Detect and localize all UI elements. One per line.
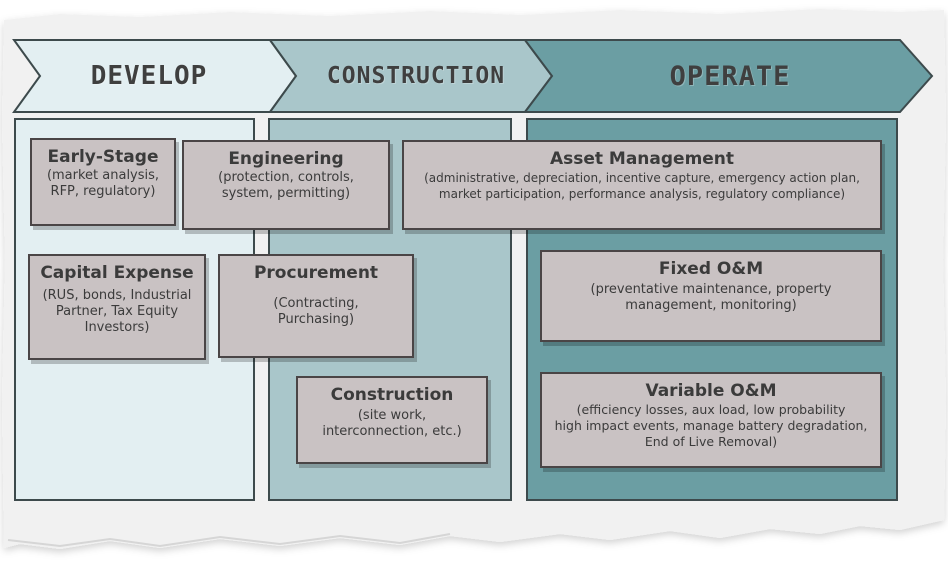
engineering-title: Engineering <box>228 149 344 169</box>
asset-management-card: Asset Management (administrative, deprec… <box>402 140 882 230</box>
procurement-card: Procurement (Contracting, Purchasing) <box>218 254 414 358</box>
variable-om-card: Variable O&M (efficiency losses, aux loa… <box>540 372 882 468</box>
construction-phase-label: CONSTRUCTION <box>326 63 506 89</box>
variable-om-description: (efficiency losses, aux load, low probab… <box>554 402 868 449</box>
capital-expense-description: (RUS, bonds, Industrial Partner, Tax Equ… <box>42 288 192 335</box>
early-stage-description: (market analysis, RFP, regulatory) <box>46 168 160 199</box>
construction-title: Construction <box>330 385 454 405</box>
capital-expense-title: Capital Expense <box>40 263 194 283</box>
operate-chevron <box>523 39 934 113</box>
variable-om-title: Variable O&M <box>645 381 777 401</box>
early-stage-card: Early-Stage (market analysis, RFP, regul… <box>30 138 176 226</box>
engineering-card: Engineering (protection, controls, syste… <box>182 140 390 230</box>
procurement-description: (Contracting, Purchasing) <box>273 296 359 327</box>
develop-phase-label: DEVELOP <box>90 61 208 91</box>
procurement-title: Procurement <box>253 263 379 283</box>
capital-expense-card: Capital Expense (RUS, bonds, Industrial … <box>28 254 206 360</box>
engineering-description: (protection, controls, system, permittin… <box>218 170 354 201</box>
construction-description: (site work, interconnection, etc.) <box>322 408 462 439</box>
early-stage-title: Early-Stage <box>47 147 159 167</box>
phase-chevrons <box>12 39 934 113</box>
asset-management-title: Asset Management <box>549 149 735 169</box>
fixed-om-description: (preventative maintenance, property mana… <box>590 282 832 313</box>
fixed-om-card: Fixed O&M (preventative maintenance, pro… <box>540 250 882 342</box>
construction-card: Construction (site work, interconnection… <box>296 376 488 464</box>
fixed-om-title: Fixed O&M <box>658 259 764 279</box>
asset-management-description: (administrative, depreciation, incentive… <box>424 171 860 201</box>
operate-phase-label: OPERATE <box>669 60 791 92</box>
